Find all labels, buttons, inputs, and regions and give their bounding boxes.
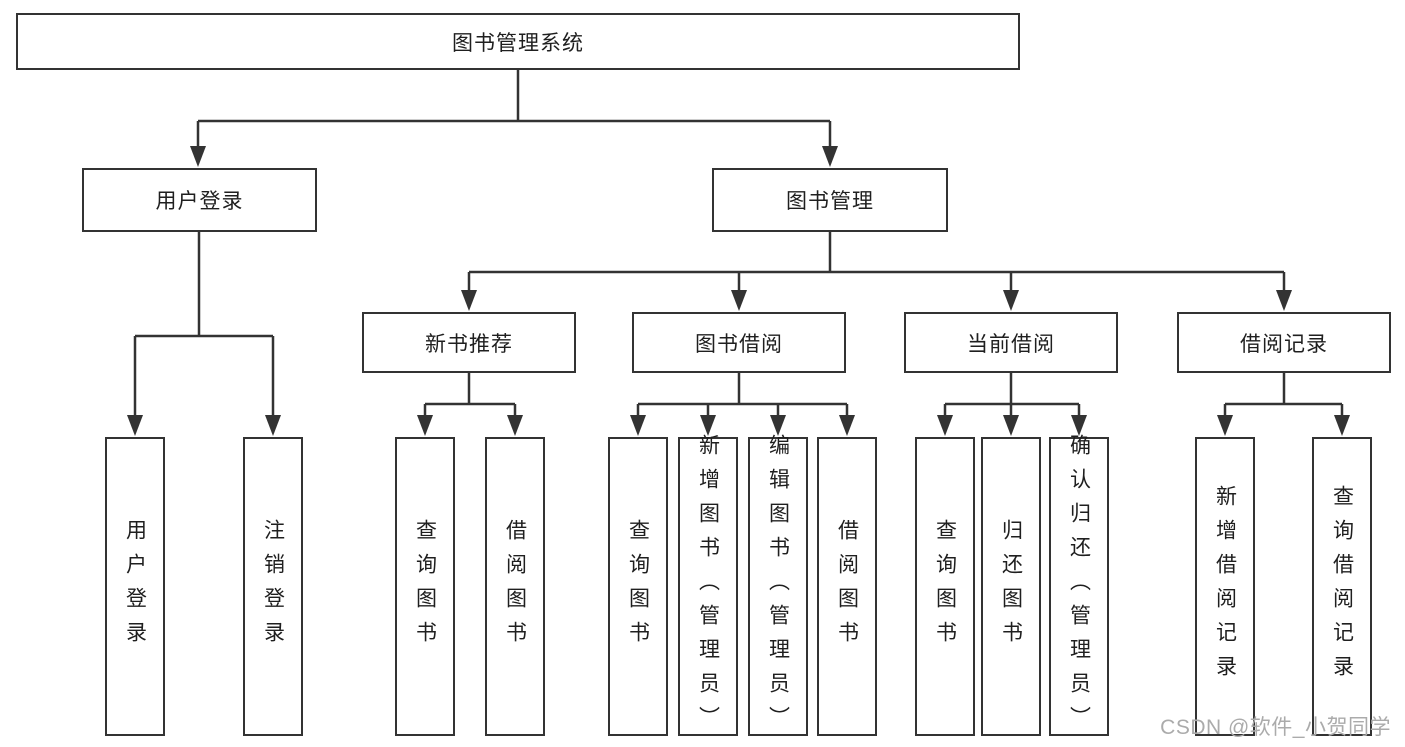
connector-current-borrowing-branch xyxy=(937,373,1087,436)
arrowhead-icon xyxy=(417,415,433,436)
arrowhead-icon xyxy=(770,415,786,436)
arrowhead-icon xyxy=(507,415,523,436)
leaf-label: 用户登录 xyxy=(123,518,147,655)
leaf-label: 注销登录 xyxy=(261,518,285,655)
leaf-user-login: 用户登录 xyxy=(105,437,165,736)
node-label: 用户登录 xyxy=(155,190,244,213)
arrowhead-icon xyxy=(1276,290,1292,311)
node-current-borrowing: 当前借阅 xyxy=(904,312,1118,373)
arrowhead-icon xyxy=(1003,290,1019,311)
leaf-query-books-current: 查询图书 xyxy=(915,437,975,736)
arrowhead-icon xyxy=(1217,415,1233,436)
leaf-query-books-borrowing: 查询图书 xyxy=(608,437,668,736)
node-label: 当前借阅 xyxy=(967,332,1055,356)
arrowhead-icon xyxy=(190,146,206,167)
node-label: 新书推荐 xyxy=(425,332,513,356)
leaf-label: 查询图书 xyxy=(413,518,437,655)
leaf-add-borrowing-record: 新增借阅记录 xyxy=(1195,437,1255,736)
arrowhead-icon xyxy=(937,415,953,436)
connector-borrow-records-branch xyxy=(1217,373,1350,436)
leaf-borrow-books-borrowing: 借阅图书 xyxy=(817,437,877,736)
leaf-label: 新增图书（管理员） xyxy=(696,433,720,740)
leaf-logout: 注销登录 xyxy=(243,437,303,736)
leaf-label: 查询图书 xyxy=(933,518,957,655)
leaf-label: 编辑图书（管理员） xyxy=(766,433,790,740)
leaf-query-books-recommendation: 查询图书 xyxy=(395,437,455,736)
leaf-edit-books-admin: 编辑图书（管理员） xyxy=(748,434,808,740)
arrowhead-icon xyxy=(265,415,281,436)
arrowhead-icon xyxy=(461,290,477,311)
node-library-management-system: 图书管理系统 xyxy=(16,13,1020,70)
leaf-label: 借阅图书 xyxy=(835,518,859,655)
leaf-label: 查询图书 xyxy=(626,518,650,655)
node-user-login: 用户登录 xyxy=(82,168,317,232)
node-label: 图书管理系统 xyxy=(452,31,584,55)
arrowhead-icon xyxy=(731,290,747,311)
leaf-return-books: 归还图书 xyxy=(981,437,1041,736)
leaf-borrow-books-recommendation: 借阅图书 xyxy=(485,437,545,736)
arrowhead-icon xyxy=(700,415,716,436)
arrowhead-icon xyxy=(1334,415,1350,436)
leaf-label: 借阅图书 xyxy=(503,518,527,655)
connector-book-borrowing-branch xyxy=(630,373,855,436)
leaf-query-borrowing-record: 查询借阅记录 xyxy=(1312,437,1372,736)
leaf-label: 查询借阅记录 xyxy=(1330,484,1354,689)
arrowhead-icon xyxy=(127,415,143,436)
node-label: 图书借阅 xyxy=(695,332,783,356)
watermark: CSDN @软件_小贺同学 xyxy=(1160,716,1391,739)
node-book-borrowing: 图书借阅 xyxy=(632,312,846,373)
node-book-management: 图书管理 xyxy=(712,168,948,232)
leaf-add-books-admin: 新增图书（管理员） xyxy=(678,434,738,740)
node-new-book-recommendation: 新书推荐 xyxy=(362,312,576,373)
connector-book-management-branch xyxy=(461,232,1292,311)
leaf-label: 确认归还（管理员） xyxy=(1067,433,1091,740)
arrowhead-icon xyxy=(839,415,855,436)
leaf-confirm-return-admin: 确认归还（管理员） xyxy=(1049,434,1109,740)
arrowhead-icon xyxy=(630,415,646,436)
arrowhead-icon xyxy=(1071,415,1087,436)
leaf-label: 归还图书 xyxy=(999,518,1023,655)
arrowhead-icon xyxy=(1003,415,1019,436)
node-borrowing-records: 借阅记录 xyxy=(1177,312,1391,373)
connector-new-book-branch xyxy=(417,373,523,436)
node-label: 借阅记录 xyxy=(1240,332,1328,356)
connector-root-to-level2 xyxy=(190,70,838,167)
node-label: 图书管理 xyxy=(786,190,874,213)
leaf-label: 新增借阅记录 xyxy=(1213,484,1237,689)
connector-user-login-branch xyxy=(127,232,281,436)
arrowhead-icon xyxy=(822,146,838,167)
